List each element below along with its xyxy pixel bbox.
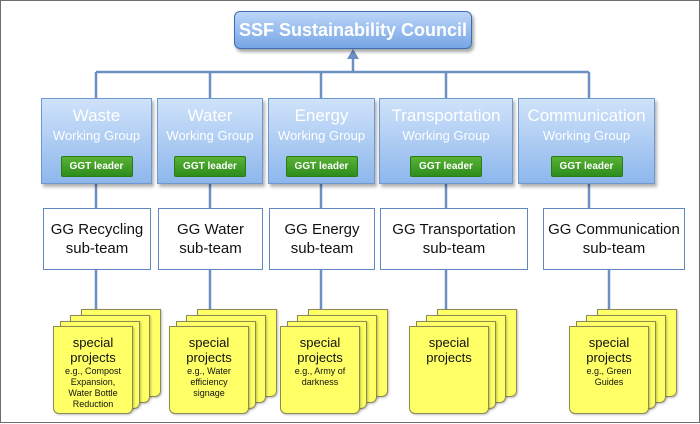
- working-group-transportation: Transportation Working Group GGT leader: [379, 98, 513, 184]
- subteam-water: GG Water sub-team: [158, 208, 263, 270]
- project-example-line: e.g., Water: [187, 366, 231, 376]
- working-group-name: Energy: [294, 106, 349, 125]
- subteam-label: sub-team: [290, 240, 354, 257]
- subteam-label: sub-team: [179, 240, 242, 257]
- project-example-line: e.g., Green: [586, 366, 632, 376]
- project-title-line1: special: [588, 335, 630, 350]
- subteam-label: sub-team: [65, 240, 129, 257]
- subteam-transportation: GG Transportation sub-team: [380, 208, 528, 270]
- project-title-line2: projects: [426, 350, 472, 365]
- working-group-subtitle: Working Group: [542, 128, 631, 143]
- ggt-leader-badge: GGT leader: [410, 156, 482, 177]
- working-group-waste: Waste Working Group GGT leader: [41, 98, 152, 184]
- project-title-line1: special: [72, 335, 114, 350]
- project-example-line: Expansion,: [70, 377, 116, 387]
- project-example-line: efficiency: [190, 377, 228, 387]
- project-example-line: signage: [193, 388, 225, 398]
- project-example-line: Guides: [594, 377, 624, 387]
- subteam-name: GG Recycling: [50, 221, 144, 238]
- project-example-line: Water Bottle: [68, 388, 118, 398]
- working-group-name: Waste: [72, 106, 121, 125]
- ggt-leader-badge: GGT leader: [174, 156, 246, 177]
- ggt-leader-badge: GGT leader: [285, 156, 358, 177]
- subteam-label: sub-team: [422, 240, 486, 257]
- project-title-line2: projects: [297, 350, 343, 365]
- subteam-communication: GG Communication sub-team: [543, 208, 685, 270]
- subteam-energy: GG Energy sub-team: [269, 208, 375, 270]
- subteam-name: GG Communication: [548, 221, 680, 238]
- working-group-name: Communication: [527, 106, 646, 125]
- council-box: SSF Sustainability Council: [234, 11, 472, 49]
- project-title-line2: projects: [186, 350, 232, 365]
- project-examples: e.g., Water efficiency signage: [170, 366, 248, 399]
- project-title-line1: special: [299, 335, 341, 350]
- project-title-line2: projects: [586, 350, 632, 365]
- subteam-label: sub-team: [582, 240, 646, 257]
- subteam-name: GG Energy: [284, 221, 360, 238]
- arrow-head: [347, 49, 359, 59]
- working-group-communication: Communication Working Group GGT leader: [518, 98, 655, 184]
- project-example-line: Reduction: [72, 399, 114, 409]
- project-title-line1: special: [428, 335, 470, 350]
- subteam-name: GG Water: [177, 221, 244, 238]
- project-title-line2: projects: [70, 350, 116, 365]
- ggt-leader-badge: GGT leader: [550, 156, 623, 177]
- working-group-name: Transportation: [391, 106, 501, 125]
- ggt-leader-badge: GGT leader: [60, 156, 133, 177]
- working-group-water: Water Working Group GGT leader: [157, 98, 263, 184]
- subteam-recycling: GG Recycling sub-team: [43, 208, 151, 270]
- project-examples: e.g., Compost Expansion, Water Bottle Re…: [54, 366, 132, 410]
- project-example-line: e.g., Compost: [64, 366, 122, 376]
- project-examples: e.g., Green Guides: [570, 366, 648, 388]
- working-group-subtitle: Working Group: [402, 128, 490, 143]
- subteam-name: GG Transportation: [392, 221, 516, 238]
- working-group-energy: Energy Working Group GGT leader: [268, 98, 375, 184]
- working-group-name: Water: [187, 106, 233, 125]
- project-title-line1: special: [188, 335, 230, 350]
- working-group-subtitle: Working Group: [166, 128, 254, 143]
- project-example-line: darkness: [301, 377, 339, 387]
- working-group-subtitle: Working Group: [277, 128, 366, 143]
- working-group-subtitle: Working Group: [52, 128, 141, 143]
- project-example-line: e.g., Army of: [294, 366, 346, 376]
- project-examples: e.g., Army of darkness: [281, 366, 359, 388]
